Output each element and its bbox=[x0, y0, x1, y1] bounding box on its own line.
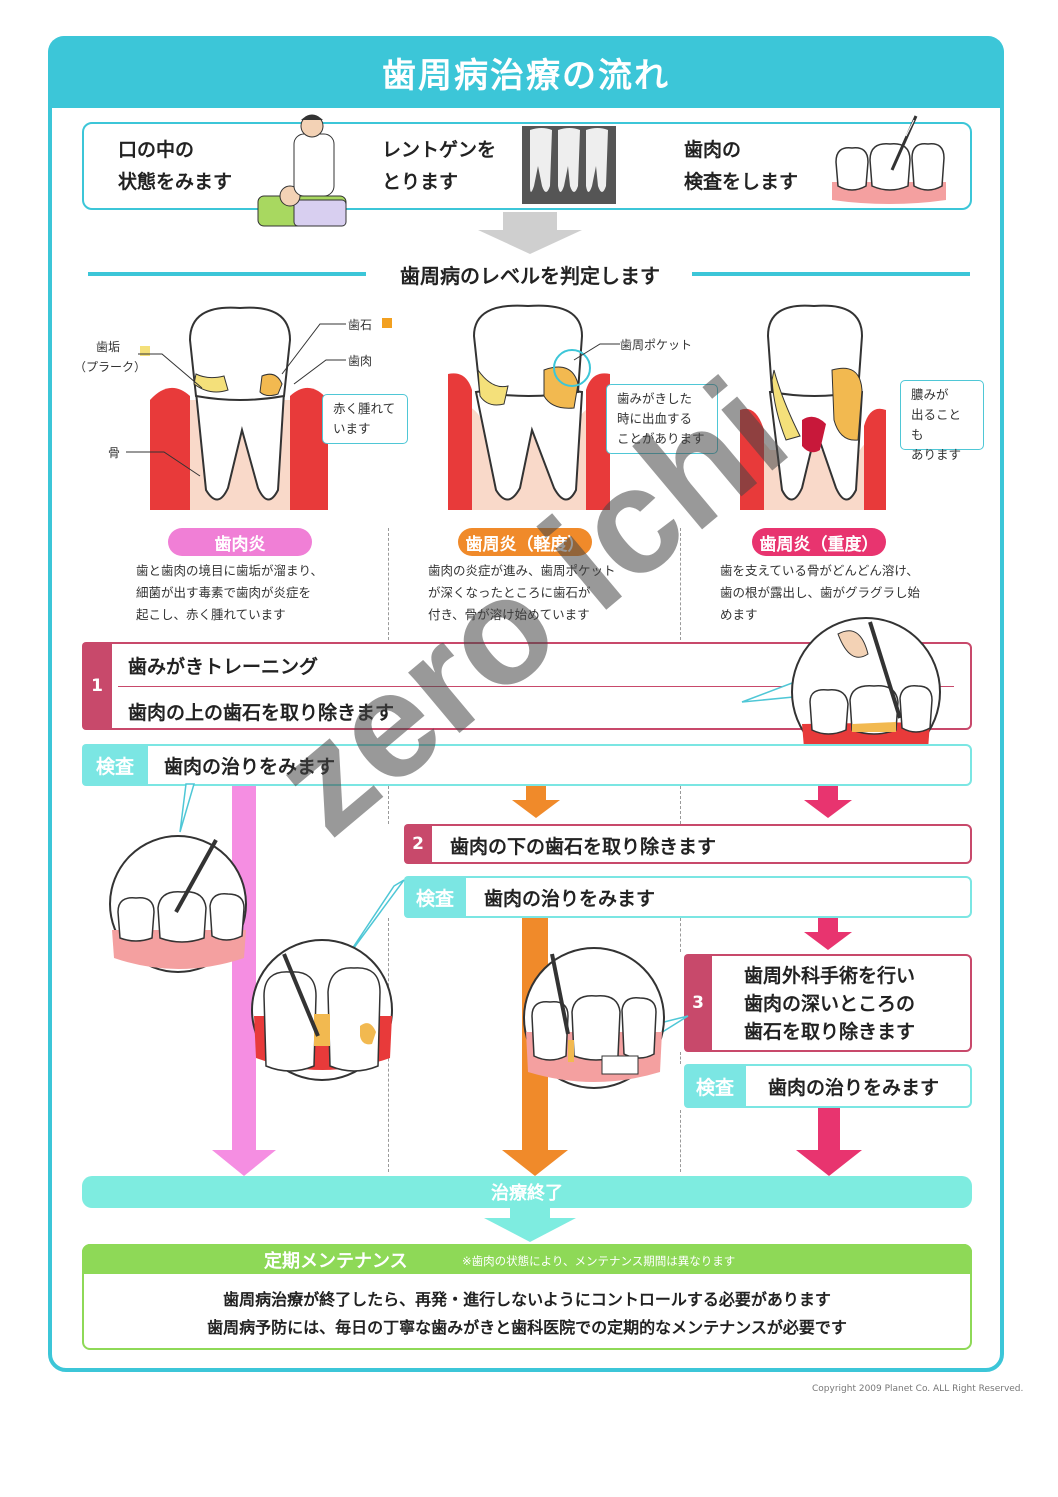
stage-desc-gingivitis: 歯と歯肉の境目に歯垢が溜まり、 細菌が出す毒素で歯肉が炎症を 起こし、赤く腫れて… bbox=[136, 563, 324, 622]
red-arrow-head-icon bbox=[796, 1150, 862, 1176]
red-arrow-stub bbox=[818, 786, 838, 802]
column-divider bbox=[388, 528, 389, 640]
pink-arrow-shaft bbox=[232, 786, 256, 1154]
gum-leader-line bbox=[293, 359, 346, 385]
plaque-leader-line bbox=[138, 353, 203, 389]
heading-rule-right bbox=[692, 272, 970, 276]
check1-text: 歯肉の治りをみます bbox=[164, 756, 336, 778]
label-pocket: 歯周ポケット bbox=[620, 338, 693, 352]
step2-number: 2 bbox=[404, 824, 432, 864]
stage-pill-gingivitis: 歯肉炎 bbox=[168, 528, 312, 556]
label-gum: 歯肉 bbox=[348, 354, 373, 368]
callout-bleeding: 歯みがきした 時に出血する ことがあります bbox=[606, 384, 718, 454]
label-bone: 骨 bbox=[108, 446, 121, 460]
step1-line2: 歯肉の上の歯石を取り除きます bbox=[128, 702, 395, 724]
check3-tag: 検査 bbox=[684, 1064, 746, 1108]
step3-box bbox=[684, 954, 972, 1052]
step2-text: 歯肉の下の歯石を取り除きます bbox=[450, 836, 717, 858]
maintenance-header bbox=[82, 1244, 972, 1274]
label-plaque-sub: （プラーク） bbox=[74, 360, 147, 374]
maintenance-line-2: 歯周病予防には、毎日の丁寧な歯みがきと歯科医院での定期的なメンテナンスが必要です bbox=[207, 1318, 847, 1337]
step3-number: 3 bbox=[684, 954, 712, 1052]
tooth-severe-periodontitis-illustration bbox=[740, 304, 886, 510]
scaler-below-gum-illustration bbox=[251, 879, 405, 1081]
calculus-leader-line bbox=[281, 323, 346, 375]
step2-box bbox=[404, 824, 972, 864]
pink-arrow-head-icon bbox=[212, 1150, 276, 1176]
probe-teeth-illustration bbox=[832, 115, 946, 204]
exam-item-mouth: 口の中の 状態をみます bbox=[118, 139, 233, 193]
plaque-color-swatch bbox=[140, 346, 150, 356]
red-arrow-head-small-icon bbox=[804, 932, 852, 950]
maintenance-line-1: 歯周病治療が終了したら、再発・進行しないようにコントロールする必要があります bbox=[223, 1290, 831, 1309]
calculus-color-swatch bbox=[382, 318, 392, 328]
column-divider bbox=[680, 1110, 681, 1172]
step1-separator bbox=[118, 686, 954, 687]
column-divider bbox=[680, 786, 681, 824]
scaler-check-illustration bbox=[109, 783, 247, 973]
orange-arrow-head-icon bbox=[502, 1150, 568, 1176]
dentist-illustration bbox=[257, 114, 347, 227]
xray-illustration bbox=[522, 126, 616, 204]
stage-pill-severe: 歯周炎（重度） bbox=[752, 528, 886, 556]
level-heading: 歯周病のレベルを判定します bbox=[400, 264, 660, 288]
end-arrow-head-icon bbox=[484, 1218, 576, 1242]
exam-item-gum: 歯肉の 検査をします bbox=[684, 139, 799, 193]
check1-tag: 検査 bbox=[82, 744, 148, 786]
column-divider bbox=[388, 786, 389, 824]
tooth-mild-periodontitis-illustration bbox=[448, 304, 610, 510]
maintenance-title: 定期メンテナンス bbox=[264, 1251, 408, 1272]
stage-pill-mild: 歯周炎（軽度） bbox=[458, 528, 592, 556]
treatment-end-bar: 治療終了 bbox=[82, 1176, 972, 1208]
stage-desc-severe: 歯を支えている骨がどんどん溶け、 歯の根が露出し、歯がグラグラし始 めます bbox=[720, 563, 921, 622]
heading-rule-left bbox=[88, 272, 366, 276]
check2-text: 歯肉の治りをみます bbox=[484, 888, 656, 910]
orange-arrow-head-small-icon bbox=[512, 800, 560, 818]
orange-arrow-stub bbox=[526, 786, 546, 802]
end-arrow-body bbox=[510, 1208, 550, 1220]
callout-swollen: 赤く腫れて います bbox=[322, 394, 408, 444]
down-arrow-icon bbox=[478, 230, 582, 254]
column-divider bbox=[680, 528, 681, 640]
step3-text: 歯周外科手術を行い 歯肉の深いところの 歯石を取り除きます bbox=[744, 965, 916, 1043]
red-arrow-stub bbox=[818, 918, 838, 934]
column-divider bbox=[680, 1052, 681, 1064]
check3-text: 歯肉の治りをみます bbox=[768, 1077, 940, 1099]
red-arrow-head-small-icon bbox=[804, 800, 852, 818]
step1-number: 1 bbox=[82, 642, 112, 730]
stage-desc-mild: 歯肉の炎症が進み、歯周ポケット が深くなったところに歯石が 付き、骨が溶け始めて… bbox=[428, 563, 616, 622]
check2-box bbox=[404, 876, 972, 918]
pocket-leader-line bbox=[573, 343, 620, 361]
column-divider bbox=[680, 918, 681, 952]
copyright-text: Copyright 2009 Planet Co. ALL Right Rese… bbox=[812, 1384, 1024, 1394]
down-arrow-body bbox=[503, 212, 557, 232]
red-arrow-shaft bbox=[818, 1108, 840, 1154]
label-plaque: 歯垢 bbox=[96, 340, 121, 354]
surgery-illustration bbox=[523, 947, 689, 1089]
check2-tag: 検査 bbox=[404, 876, 466, 918]
callout-pus: 膿みが 出ることも あります bbox=[900, 380, 984, 462]
exam-item-xray: レントゲンを とります bbox=[382, 139, 497, 193]
label-calculus: 歯石 bbox=[348, 318, 373, 332]
bone-leader-line bbox=[126, 451, 201, 477]
maintenance-note: ※歯肉の状態により、メンテナンス期間は異なります bbox=[462, 1254, 736, 1268]
poster-title: 歯周病治療の流れ bbox=[48, 36, 1004, 108]
tooth-gingivitis-illustration bbox=[150, 306, 328, 510]
step1-line1: 歯みがきトレーニング bbox=[128, 656, 319, 678]
